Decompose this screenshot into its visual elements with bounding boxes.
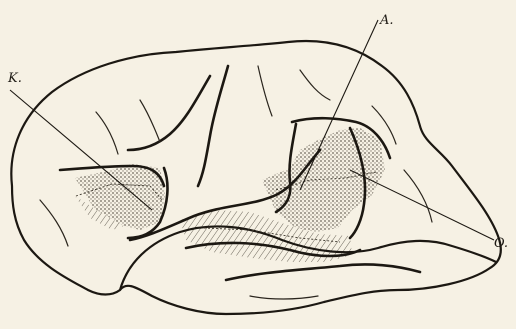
label-k: K. bbox=[7, 71, 22, 86]
label-a: A. bbox=[379, 13, 394, 28]
label-o: O. bbox=[494, 236, 508, 251]
